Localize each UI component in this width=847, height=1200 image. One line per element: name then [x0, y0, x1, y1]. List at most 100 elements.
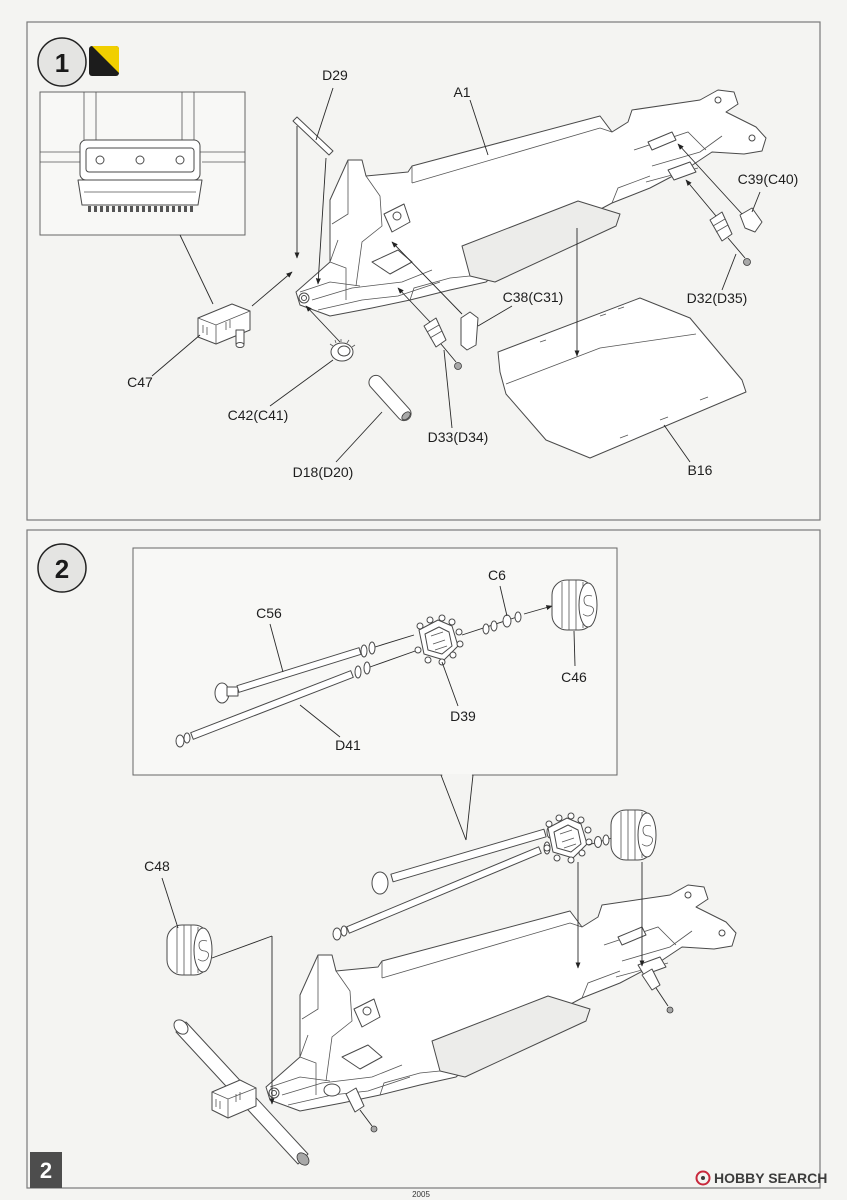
step-1: 1	[26, 21, 821, 521]
leader-c38	[477, 305, 513, 327]
d33-boot	[423, 317, 447, 348]
step-1-panel	[26, 21, 821, 521]
main-shafts	[332, 809, 657, 941]
d32-tip	[743, 258, 751, 266]
step-1-labels: D29 A1 C39(C40) C38(C31) D32(D35) C47 C4…	[127, 67, 798, 480]
d18-body	[368, 374, 412, 422]
leader-c56	[269, 623, 284, 673]
paint-color-icon	[89, 46, 119, 76]
arrow-c47	[251, 271, 293, 307]
arrow-d33	[397, 287, 431, 323]
c42-inner	[337, 345, 351, 357]
part-c42	[329, 339, 356, 362]
part-c39	[739, 207, 763, 233]
d41-end-nut	[175, 734, 185, 748]
main-c56-end-cap	[371, 871, 389, 895]
leader-d33	[443, 349, 453, 429]
installed-rear-rod	[655, 987, 669, 1007]
b16-fold	[505, 333, 697, 385]
main-d41-end-nut	[332, 927, 342, 941]
main-d39-gear	[543, 812, 593, 864]
detail-bolt	[175, 155, 185, 165]
label-d41: D41	[335, 737, 361, 753]
main-c56-tube	[390, 828, 547, 883]
part-d18	[368, 374, 412, 422]
leader-d18	[335, 411, 383, 463]
arrow-d29-b	[315, 157, 327, 285]
watermark-logo-dot	[701, 1176, 705, 1180]
installed-c47	[211, 1079, 257, 1119]
label-c48: C48	[144, 858, 170, 874]
d41-tube	[190, 670, 354, 740]
d32-boot-ribs	[712, 218, 729, 233]
step-1-number: 1	[55, 48, 69, 78]
installed-parts	[211, 968, 674, 1133]
step-1-badge: 1	[37, 37, 87, 87]
step-2-number: 2	[55, 554, 69, 584]
leader-c6	[499, 585, 508, 617]
part-d32	[709, 211, 751, 266]
label-c39-c40: C39(C40)	[738, 171, 799, 187]
part-b16	[497, 297, 747, 459]
step-1-detail-inset	[39, 91, 246, 236]
installed-c42	[323, 1083, 341, 1097]
page-number-box	[30, 1152, 62, 1188]
part-c6	[461, 611, 522, 636]
label-d18-d20: D18(D20)	[293, 464, 354, 480]
d18-end	[401, 411, 411, 421]
leader-c46	[573, 630, 576, 667]
part-c46	[551, 579, 598, 631]
arrow-c6-c46	[523, 605, 553, 615]
label-c42-c41: C42(C41)	[228, 407, 289, 423]
arrow-c42	[305, 305, 341, 343]
leader-d39	[441, 661, 459, 707]
installed-rear-tip	[666, 1006, 674, 1014]
c42-teeth	[329, 339, 356, 348]
d33-tip	[454, 362, 462, 370]
leader-a1	[469, 99, 489, 156]
leader-c48	[161, 877, 179, 929]
detail-rails	[40, 151, 245, 163]
leader-b16	[663, 424, 691, 463]
main-c6-ring	[602, 834, 610, 846]
step-1-leaders	[151, 87, 761, 463]
detail-posts	[83, 92, 195, 150]
installed-c47-marks	[211, 1087, 257, 1118]
step-1-arrows	[251, 126, 743, 357]
leader-c47	[151, 334, 201, 377]
part-d41	[175, 649, 419, 748]
c47-marks	[202, 320, 231, 335]
inset-callout-fill	[442, 774, 472, 838]
d41-joint	[363, 661, 371, 675]
label-d33-d34: D33(D34)	[428, 429, 489, 445]
step-2-panel	[26, 529, 821, 1189]
chassis-a1	[295, 89, 767, 317]
d41-rod	[369, 649, 419, 668]
page-number: 2	[40, 1158, 52, 1183]
detail-callout-line	[179, 234, 214, 305]
arrow-d32	[685, 179, 717, 217]
arrow-c38	[391, 241, 463, 315]
chassis-assembled	[265, 884, 737, 1112]
label-d39: D39	[450, 708, 476, 724]
part-d33	[423, 317, 462, 370]
step-2-badge: 2	[37, 543, 87, 593]
detail-base	[77, 179, 203, 206]
arrow-c39	[677, 143, 743, 215]
paint-color-swatch-yellow	[92, 46, 119, 73]
d41-end-ring	[183, 732, 191, 744]
step-2-circle	[37, 543, 87, 593]
b16-slots	[539, 306, 709, 439]
c56-end-neck	[226, 686, 239, 697]
watermark: HOBBY SEARCH	[695, 1170, 827, 1186]
c6-ring	[490, 620, 498, 632]
footer: 2 2005 HOBBY SEARCH	[30, 1152, 827, 1199]
d32-boot	[709, 211, 733, 242]
inset-frame	[132, 547, 618, 776]
label-c6: C6	[488, 567, 506, 583]
detail-bolt	[95, 155, 105, 165]
step-2-inset: C6 C56 C46 D39 D41	[132, 547, 618, 776]
step-1-circle	[37, 37, 87, 87]
watermark-logo-icon	[695, 1170, 711, 1186]
arrow-c48-link	[211, 935, 273, 959]
